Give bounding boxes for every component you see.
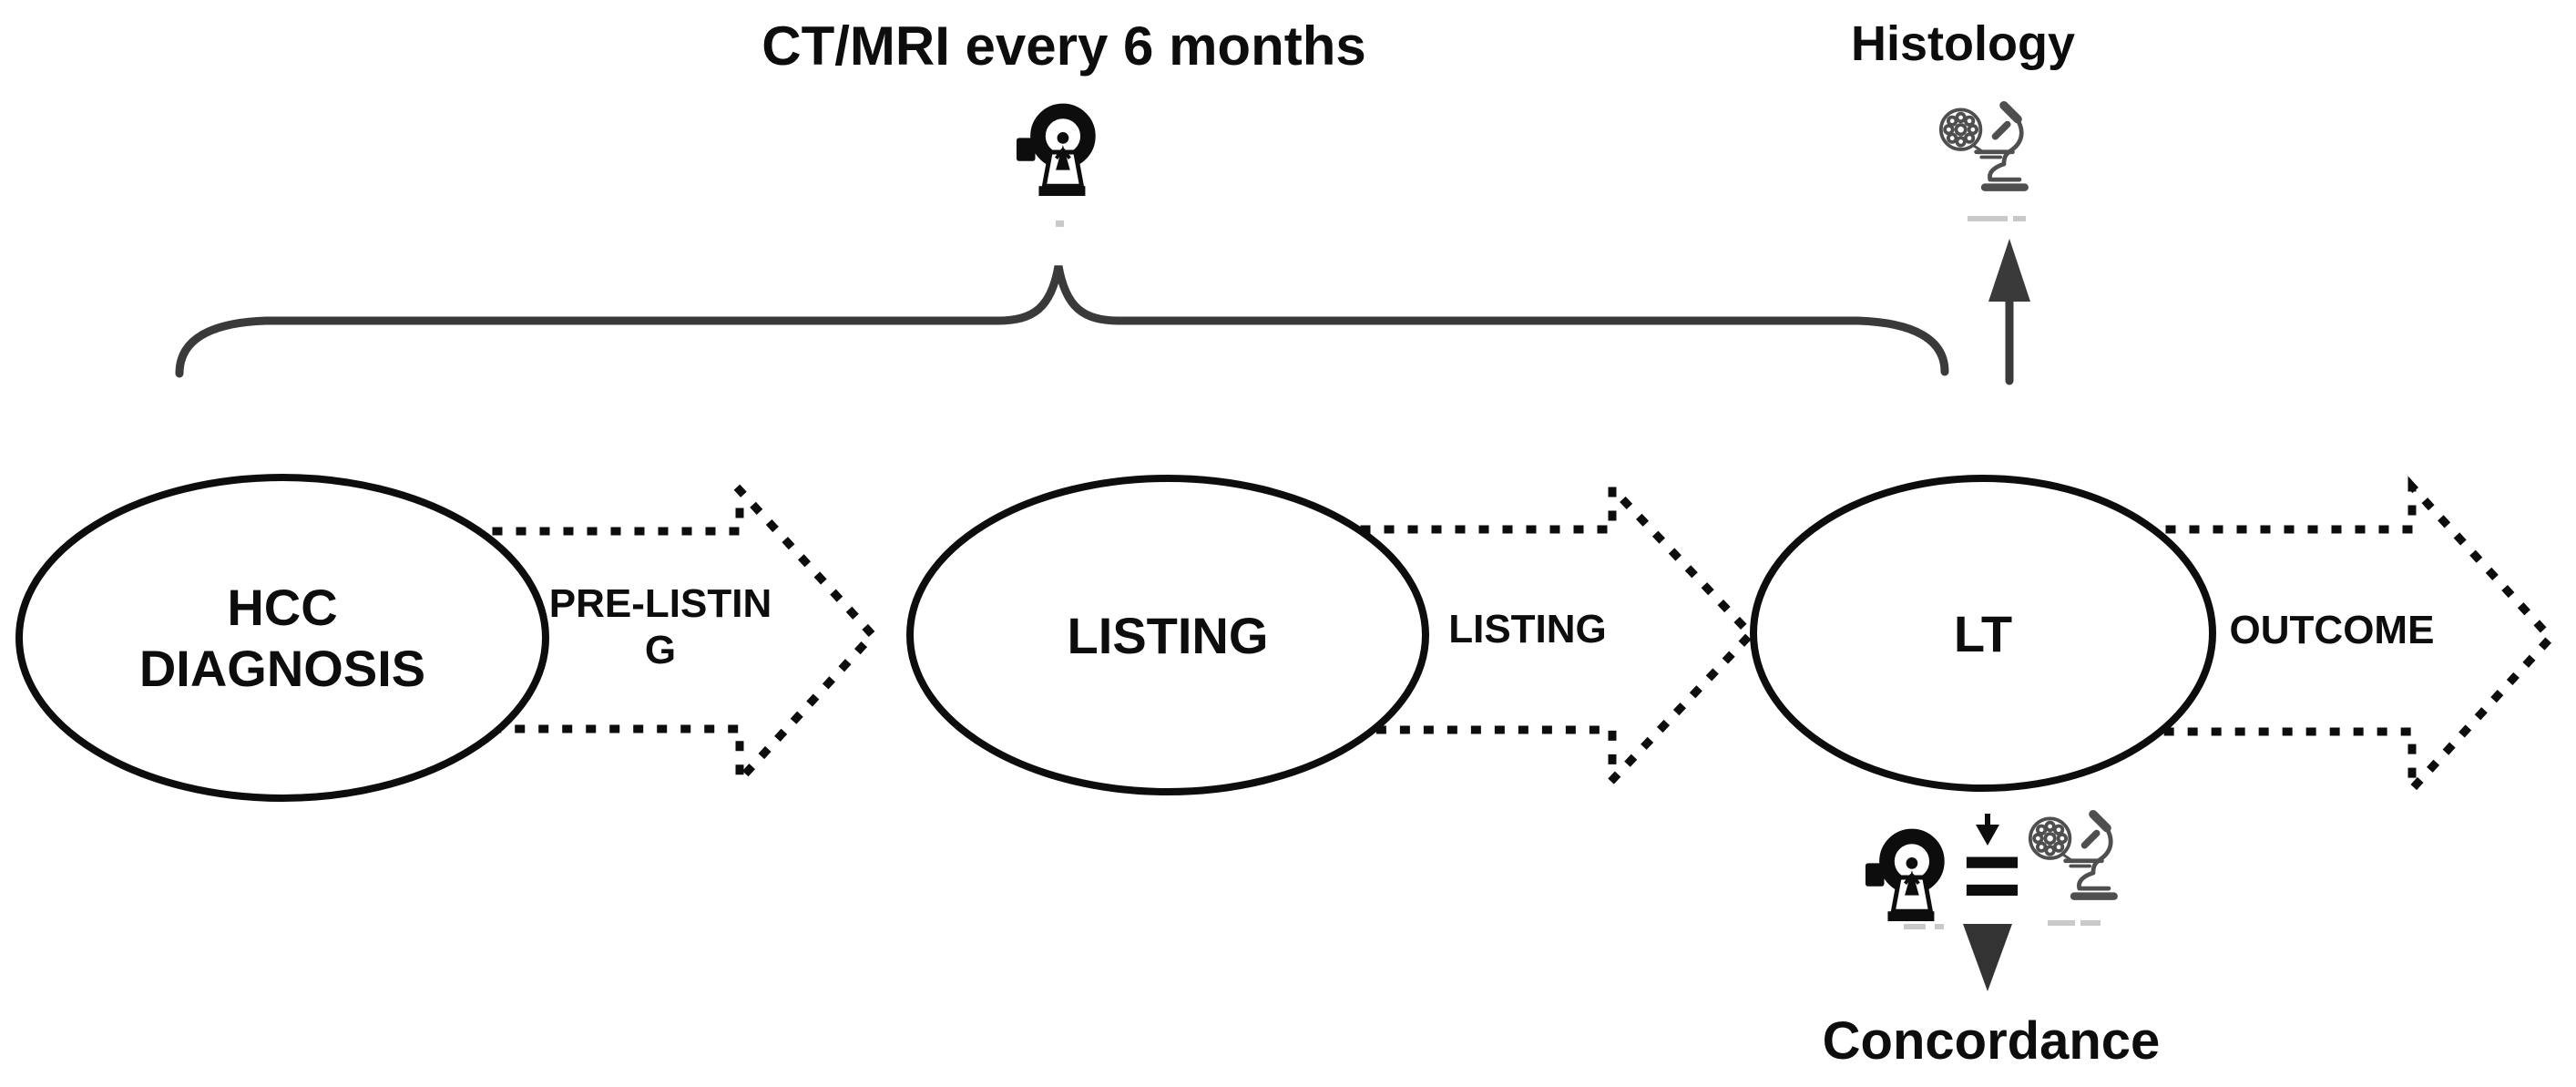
surveillance-brace xyxy=(175,265,1949,378)
arrow-down-to-concordance xyxy=(1963,924,2012,991)
stage-ellipse-hcc-diagnosis xyxy=(15,474,549,802)
phase-label-listing: LISTING xyxy=(1448,607,1607,651)
arrow-up-to-histology xyxy=(1988,239,2030,385)
faint-caption-mark xyxy=(1968,216,2008,221)
faint-caption-mark xyxy=(1904,924,1926,929)
equals-sign: = xyxy=(1962,817,2022,932)
faint-caption-mark xyxy=(2080,920,2101,926)
microscope-icon xyxy=(2030,815,2114,897)
brace-connector-dot xyxy=(1056,220,1064,227)
phase-label-pre-listing: PRE-LISTIN G xyxy=(548,581,772,672)
stage-ellipse-listing xyxy=(906,475,1429,795)
ct-scanner-icon xyxy=(1866,836,1937,921)
concordance-title: Concordance xyxy=(1822,1010,2161,1071)
dotted-arrow-outcome xyxy=(2160,476,2557,800)
arrow-down-small xyxy=(1976,814,1999,846)
faint-caption-mark xyxy=(1935,924,1944,929)
faint-caption-mark xyxy=(2013,216,2026,221)
ct-scanner-icon xyxy=(1017,111,1088,196)
surveillance-title: CT/MRI every 6 months xyxy=(762,15,1366,77)
stage-label-lt: LT xyxy=(1953,604,2013,662)
histology-title: Histology xyxy=(1850,16,2075,71)
microscope-icon xyxy=(1941,106,2025,188)
stage-label-hcc-diagnosis: HCC DIAGNOSIS xyxy=(138,578,426,697)
stage-label-listing: LISTING xyxy=(1067,606,1269,664)
phase-label-outcome: OUTCOME xyxy=(2229,608,2435,652)
faint-caption-mark xyxy=(2048,920,2075,926)
stage-ellipse-lt xyxy=(1750,475,2216,792)
